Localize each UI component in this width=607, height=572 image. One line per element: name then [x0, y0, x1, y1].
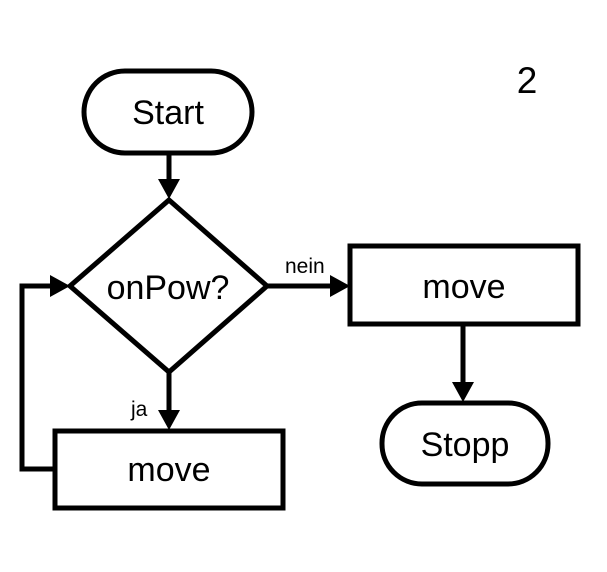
- edge-move-to-stop: [452, 326, 474, 402]
- edge-start-to-decision: [158, 153, 180, 199]
- arrowhead-icon: [330, 275, 350, 297]
- edge-label-yes: ja: [130, 398, 148, 421]
- node-move-left: move: [52, 428, 286, 511]
- node-move-right: move: [347, 243, 581, 327]
- node-move-right-label: move: [422, 268, 505, 306]
- arrowhead-icon: [158, 179, 180, 199]
- node-stop-label: Stopp: [421, 426, 510, 464]
- node-move-left-label: move: [127, 451, 210, 489]
- node-decision-label: onPow?: [107, 269, 230, 307]
- edge-decision-yes: [158, 372, 180, 430]
- node-decision: onPow?: [66, 196, 271, 376]
- arrowhead-icon: [452, 382, 474, 402]
- node-start: Start: [81, 68, 255, 156]
- edge-label-no: nein: [285, 255, 325, 278]
- page-number: 2: [517, 60, 538, 101]
- node-stop: Stopp: [379, 400, 551, 487]
- edge-decision-no: [267, 275, 350, 297]
- arrowhead-icon: [50, 275, 70, 297]
- edge-loop-back: [19, 275, 70, 472]
- arrowhead-icon: [158, 410, 180, 430]
- node-start-label: Start: [132, 94, 204, 132]
